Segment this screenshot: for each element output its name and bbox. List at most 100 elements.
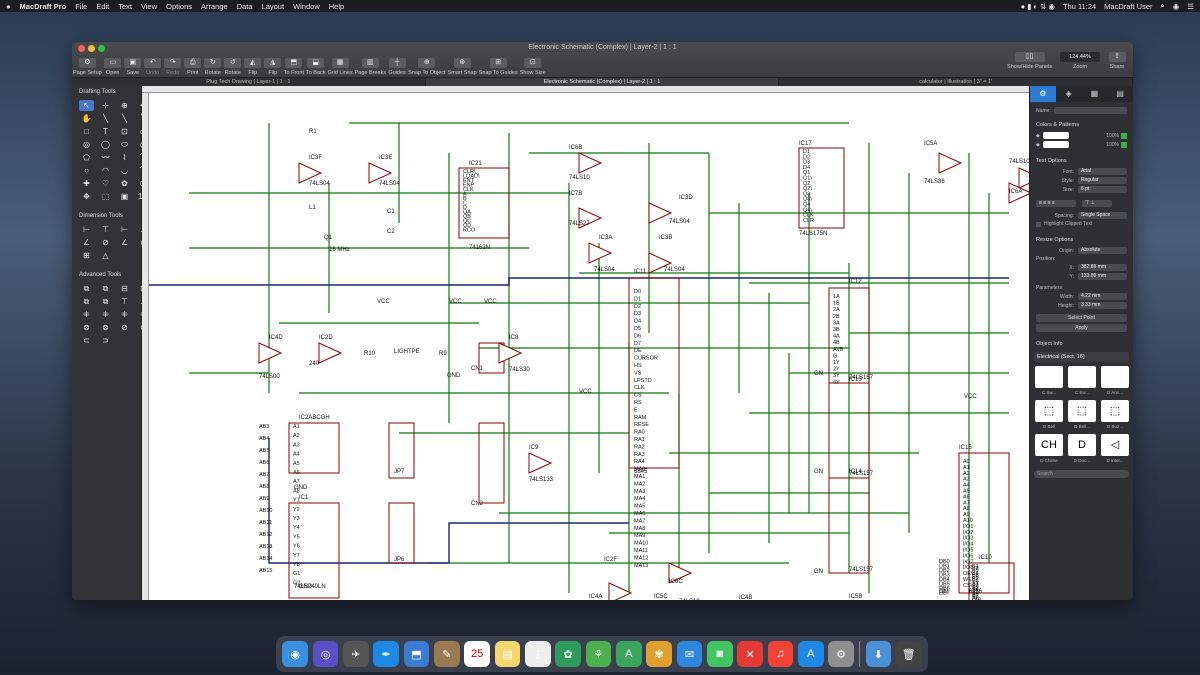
dock-app-19[interactable]: ⬇	[865, 641, 892, 667]
text-align-buttons[interactable]: ≡ ≡ ≡ ≡	[1036, 200, 1076, 207]
dock-app-5[interactable]: ✎	[433, 641, 460, 667]
tool-drafting_tools-8[interactable]: □	[84, 127, 89, 136]
tool-advanced_tools-14[interactable]: ⊘	[121, 323, 128, 332]
tool-drafting_tools-22[interactable]: ◡	[121, 166, 128, 175]
fill-color[interactable]	[1042, 141, 1069, 148]
origin-select[interactable]: Absolute	[1078, 247, 1127, 254]
select-point-button[interactable]: Select Point	[1036, 314, 1127, 322]
font-select[interactable]: Arial	[1078, 168, 1127, 175]
tool-advanced_tools-18[interactable]	[117, 335, 132, 346]
tool-drafting_tools-13[interactable]: ◯	[101, 140, 110, 149]
share-button[interactable]: ⇪Share	[1108, 52, 1126, 70]
library-object-4[interactable]: ⬚D Bell...	[1067, 400, 1097, 432]
dock-app-20[interactable]: 🗑	[895, 641, 922, 667]
spacing-select[interactable]: Single Space	[1078, 212, 1127, 219]
toolbar-btn-18[interactable]: ⊡Show Size	[519, 52, 547, 76]
toolbar-btn-15[interactable]: ⊕Snap To Object	[407, 52, 447, 76]
library-object-1[interactable]: C Sw...	[1067, 366, 1097, 398]
status-icons[interactable]: ● ▮ ◐ ⇅ ◉	[1020, 1, 1055, 11]
toolbar-btn-9[interactable]: ◮Flip	[263, 52, 283, 76]
tool-drafting_tools-12[interactable]: ◎	[83, 140, 90, 149]
tool-drafting_tools-25[interactable]: ♡	[101, 179, 110, 188]
tool-advanced_tools-6[interactable]: ⊤	[121, 297, 128, 306]
tool-advanced_tools-16[interactable]: ⊂	[83, 336, 90, 345]
tool-advanced_tools-4[interactable]: ⧉	[83, 297, 90, 306]
y-field[interactable]: 133.89 mm	[1078, 273, 1127, 280]
siri-icon[interactable]: ◉	[1172, 1, 1180, 11]
tool-dimension_tools-4[interactable]: ∠	[82, 238, 91, 247]
tool-advanced_tools-5[interactable]: ⧉	[102, 297, 109, 306]
dock-app-10[interactable]: ⚘	[585, 641, 612, 667]
dock-app-18[interactable]: ⚙	[828, 641, 854, 667]
toolbar-btn-0[interactable]: ⚙Page Setup	[72, 52, 103, 76]
tool-advanced_tools-10[interactable]: ⁜	[121, 310, 128, 319]
tool-advanced_tools-17[interactable]: ⊃	[102, 336, 109, 345]
dock-app-9[interactable]: ✿	[555, 641, 581, 667]
tab-data[interactable]: ▦	[1090, 89, 1099, 98]
dock-app-7[interactable]: ▤	[494, 641, 521, 667]
menu-view[interactable]: View	[141, 1, 158, 11]
clock[interactable]: Thu 11:24	[1062, 1, 1097, 11]
dock-app-11[interactable]: A	[615, 641, 642, 667]
vertical-ruler[interactable]	[142, 93, 149, 600]
tool-drafting_tools-0[interactable]: ↖	[79, 100, 94, 111]
size-field[interactable]: 6 pt	[1078, 186, 1127, 193]
library-object-0[interactable]: C Sw...	[1034, 366, 1064, 398]
tool-drafting_tools-18[interactable]: ⌇	[122, 153, 127, 162]
vertical-align-buttons[interactable]: ⊤ ⊥	[1082, 200, 1112, 207]
menu-arrange[interactable]: Arrange	[201, 1, 228, 11]
tab-layers[interactable]: ◈	[1065, 89, 1072, 98]
tool-advanced_tools-13[interactable]: ⊗	[102, 323, 109, 332]
tool-dimension_tools-10[interactable]	[117, 250, 132, 261]
tool-drafting_tools-9[interactable]: T	[103, 127, 108, 136]
dock-app-15[interactable]: ✕	[737, 641, 763, 667]
toolbar-btn-11[interactable]: ⬓To Back	[305, 52, 327, 76]
pen-opacity[interactable]: 100%	[1106, 132, 1119, 139]
menu-app[interactable]: MacDraft Pro	[19, 1, 67, 11]
tool-advanced_tools-12[interactable]: ⊗	[83, 323, 90, 332]
tool-dimension_tools-8[interactable]: ⊞	[83, 251, 90, 260]
toolbar-btn-10[interactable]: ⬒To Front	[283, 52, 305, 76]
menu-help[interactable]: Help	[328, 1, 345, 11]
tool-drafting_tools-21[interactable]: ◠	[102, 166, 109, 175]
library-object-3[interactable]: ⬚D Bell	[1034, 400, 1064, 432]
tool-drafting_tools-1[interactable]: ⊹	[102, 101, 109, 110]
minimize-button[interactable]	[88, 45, 95, 52]
user-name[interactable]: MacDraft User	[1104, 1, 1153, 11]
tool-advanced_tools-1[interactable]: ⧉	[102, 284, 109, 293]
toolbar-btn-7[interactable]: ↺Rotate	[223, 52, 243, 76]
tab-library[interactable]: ▤	[1116, 89, 1124, 98]
fill-opacity[interactable]: 100%	[1106, 141, 1119, 148]
tool-advanced_tools-0[interactable]: ⧉	[83, 284, 90, 293]
width-field[interactable]: 4.22 mm	[1078, 293, 1127, 300]
library-search-input[interactable]: Search	[1034, 470, 1129, 478]
library-object-8[interactable]: ◁D Inter...	[1100, 434, 1130, 466]
show-hide-panels-button[interactable]: ▯▯Show/Hide Panels	[1007, 52, 1052, 70]
tool-drafting_tools-17[interactable]: 〰	[101, 153, 110, 162]
zoom-button[interactable]	[98, 45, 105, 52]
dock-app-1[interactable]: ◎	[312, 641, 339, 667]
toolbar-btn-17[interactable]: ⊞Snap To Guides	[478, 52, 519, 76]
fill-stepper[interactable]	[1121, 141, 1127, 148]
toolbar-btn-12[interactable]: ▦Grid Lines	[327, 52, 354, 76]
menu-text[interactable]: Text	[118, 1, 133, 11]
close-button[interactable]	[78, 45, 85, 52]
tab-plug-tech[interactable]: Plug Tech Drawing | Layer-1 | 1 : 1	[72, 78, 426, 86]
dock-app-3[interactable]: ✒	[373, 641, 400, 667]
tool-advanced_tools-2[interactable]: ⊟	[121, 284, 128, 293]
dock-app-13[interactable]: ✉	[676, 641, 703, 667]
library-object-5[interactable]: ⬚D Buz...	[1100, 400, 1130, 432]
search-icon[interactable]: ⌕	[1160, 1, 1165, 10]
tool-drafting_tools-28[interactable]: ✥	[83, 192, 90, 201]
tool-drafting_tools-2[interactable]: ⊕	[121, 101, 128, 110]
tab-properties[interactable]: ⚙	[1030, 86, 1056, 102]
name-input[interactable]	[1054, 107, 1127, 114]
tool-drafting_tools-20[interactable]: ○	[84, 166, 89, 175]
x-field[interactable]: 382.89 mm	[1078, 264, 1127, 271]
notification-icon[interactable]: ☰	[1187, 1, 1194, 11]
tool-drafting_tools-5[interactable]: ╲	[103, 114, 108, 123]
zoom-control[interactable]: 124.44%Zoom	[1059, 52, 1101, 70]
